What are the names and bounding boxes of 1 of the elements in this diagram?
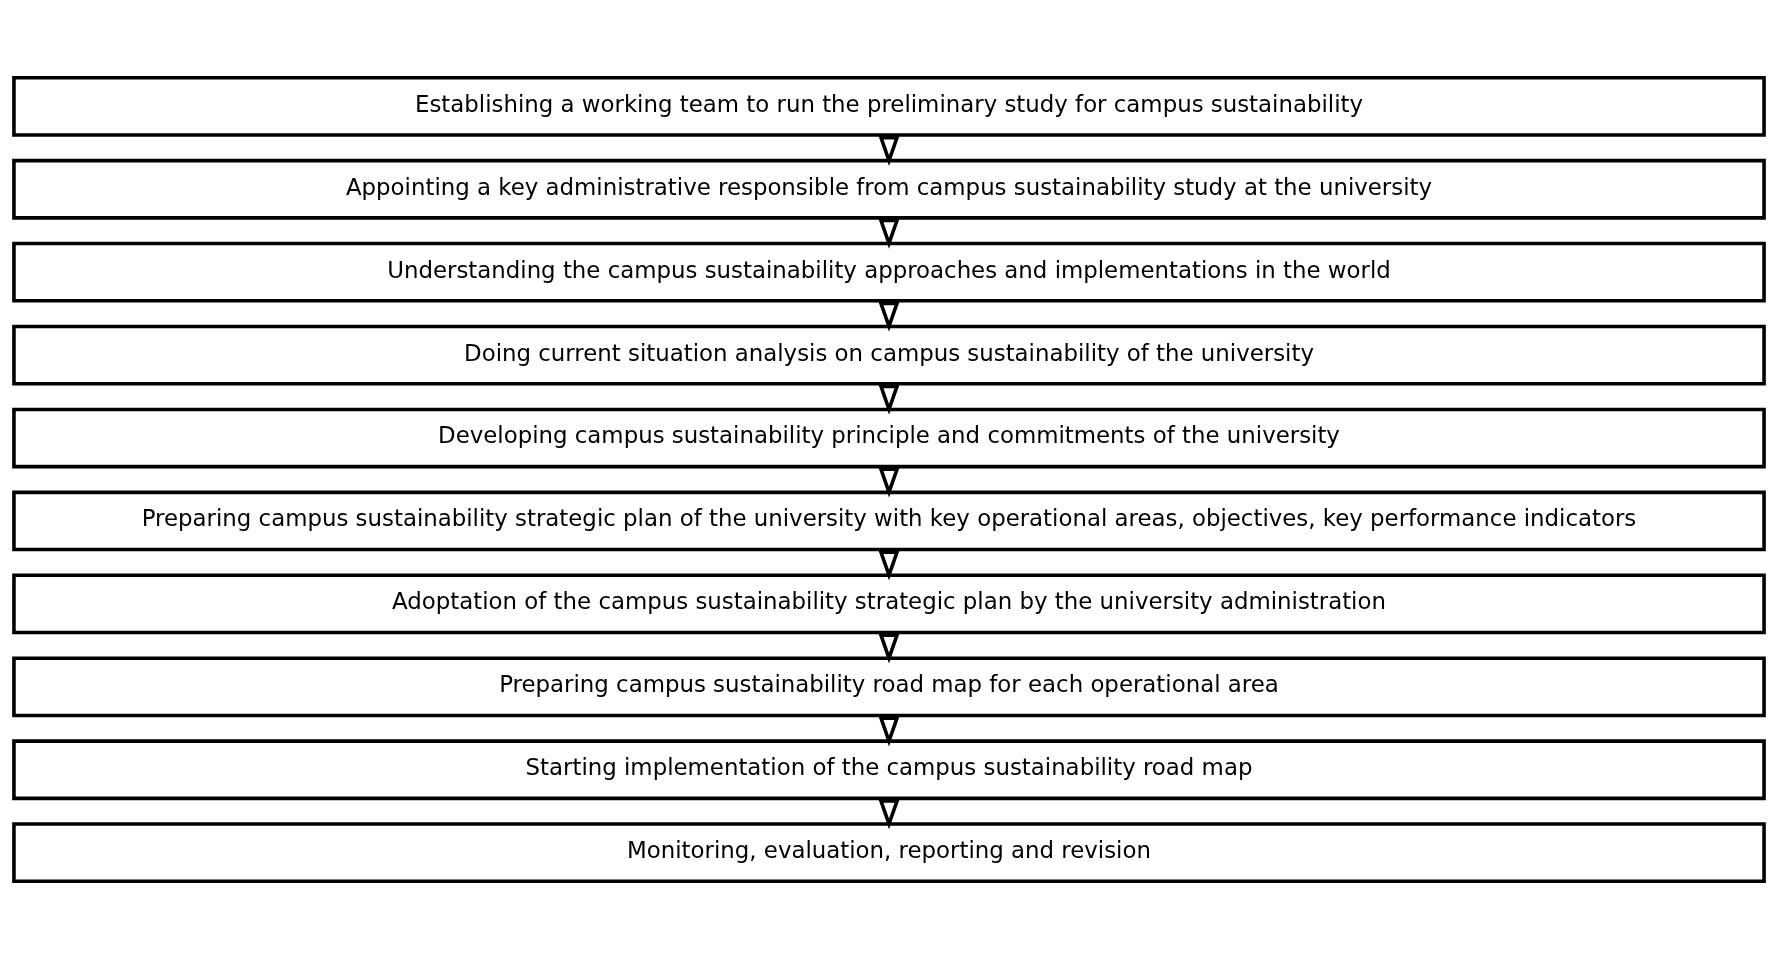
node-box: Monitoring, evaluation, reporting and revision xyxy=(12,821,1766,883)
